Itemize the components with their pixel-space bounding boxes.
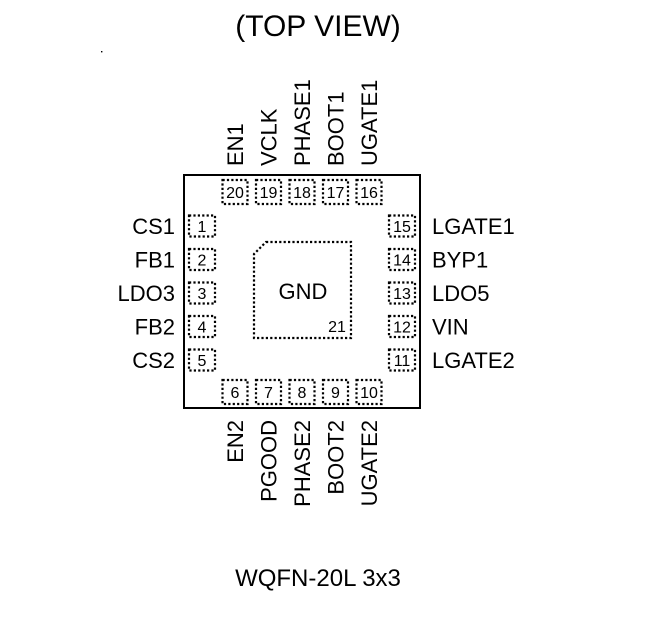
pin-pad <box>187 247 217 272</box>
pin-pad <box>187 281 217 305</box>
pin-pad <box>321 378 350 406</box>
top-pins: 16 UGATE1 17 BOOT1 18 PHASE1 19 VCLK 20 EN1 <box>221 79 383 206</box>
pin-label: PHASE1 <box>290 79 315 166</box>
left-pins: 1 CS1 2 FB1 3 LDO3 4 FB2 5 CS2 <box>118 214 217 373</box>
pin-pad <box>221 378 249 406</box>
pin-number: 9 <box>331 385 340 402</box>
pin-number: 17 <box>327 185 345 202</box>
pin-number: 8 <box>298 385 307 402</box>
pin-number: 13 <box>393 286 411 303</box>
pin-number: 7 <box>264 385 273 402</box>
pin-pad <box>387 314 417 339</box>
pin-number: 14 <box>393 253 411 270</box>
pin-pad <box>187 214 217 238</box>
pin-label: VCLK <box>257 108 282 166</box>
pin-pad <box>254 178 283 206</box>
exposed-pad <box>252 240 353 340</box>
pin-number: 2 <box>198 253 207 270</box>
package-label: WQFN-20L 3x3 <box>235 565 401 592</box>
pin-number: 11 <box>394 353 411 370</box>
pin-number: 18 <box>293 185 311 202</box>
pin-number: 12 <box>393 320 411 337</box>
pin-pad <box>355 378 383 406</box>
pin-pad <box>387 281 417 305</box>
pin-label: LGATE1 <box>432 214 515 239</box>
exposed-pad-label: GND <box>279 279 328 304</box>
pin-label: BYP1 <box>432 248 488 273</box>
pin-label: EN1 <box>223 123 248 166</box>
pin-pad <box>387 214 417 238</box>
pin-label: BOOT1 <box>324 91 349 166</box>
pin-pad <box>187 314 217 339</box>
pin-label: LDO3 <box>118 281 175 306</box>
pin-pad <box>355 178 383 206</box>
pin-number: 1 <box>198 219 207 236</box>
pin-pad <box>187 348 217 372</box>
chip-body <box>183 174 421 409</box>
pin-label: CS2 <box>132 348 175 373</box>
exposed-pad-number: 21 <box>328 319 346 336</box>
pin-number: 16 <box>360 185 378 202</box>
pin-label: PHASE2 <box>290 420 315 507</box>
pin-label: UGATE2 <box>357 420 382 506</box>
pin-pad <box>288 178 316 206</box>
pin-number: 20 <box>226 185 244 202</box>
pin-label: LGATE2 <box>432 348 515 373</box>
pin-number: 4 <box>198 320 207 337</box>
pin-number: 15 <box>393 219 411 236</box>
pin-number: 3 <box>198 286 207 303</box>
pin-number: 19 <box>260 185 278 202</box>
pin-label: BOOT2 <box>324 420 349 495</box>
right-pins: 11 LGATE2 12 VIN 13 LDO5 14 BYP1 15 LGATE1 <box>387 214 515 373</box>
pin-label: UGATE1 <box>357 80 382 166</box>
pin-pad <box>221 178 249 206</box>
pin-label: LDO5 <box>432 281 489 306</box>
pin-number: 6 <box>231 385 240 402</box>
small-dot <box>101 51 103 53</box>
pin-number: 10 <box>360 385 378 402</box>
diagram-title: (TOP VIEW) <box>235 10 401 43</box>
pin-number: 5 <box>198 353 207 370</box>
pin-pad <box>321 178 350 206</box>
pin-pad <box>387 348 417 372</box>
pin-label: CS1 <box>132 214 175 239</box>
pin-pad <box>288 378 316 406</box>
pin-pad <box>254 378 283 406</box>
pin-label: EN2 <box>223 420 248 463</box>
pin-label: VIN <box>432 315 469 340</box>
pin-label: PGOOD <box>257 420 282 502</box>
pin-label: FB2 <box>135 315 175 340</box>
pin-pad <box>387 247 417 272</box>
pin-label: FB1 <box>135 248 175 273</box>
